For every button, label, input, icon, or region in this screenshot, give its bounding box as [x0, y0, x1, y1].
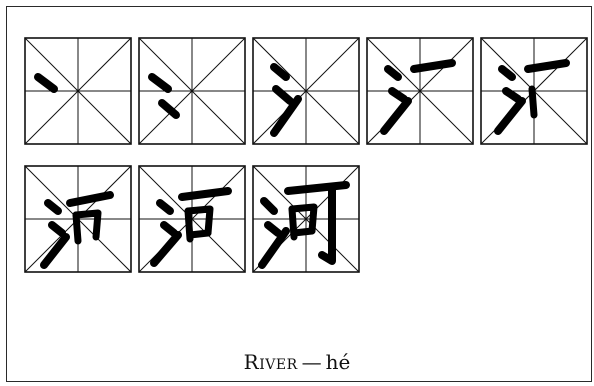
stroke-step-6 [24, 165, 132, 273]
practice-grid [366, 37, 474, 145]
caption-pinyin: hé [325, 350, 351, 374]
stroke-step-5 [480, 37, 588, 145]
figure-frame [6, 6, 592, 382]
stroke-step-4 [366, 37, 474, 145]
practice-grid [252, 165, 360, 273]
caption: River—hé [0, 350, 594, 374]
caption-word: River [243, 350, 298, 374]
caption-dash: — [301, 350, 322, 374]
practice-grid [252, 37, 360, 145]
stroke-step-7 [138, 165, 246, 273]
practice-grid [24, 37, 132, 145]
practice-grid [480, 37, 588, 145]
practice-grid [138, 37, 246, 145]
stroke-step-3 [252, 37, 360, 145]
practice-grid [24, 165, 132, 273]
practice-grid [138, 165, 246, 273]
stroke-step-1 [24, 37, 132, 145]
stroke-step-8 [252, 165, 360, 273]
stroke-step-2 [138, 37, 246, 145]
